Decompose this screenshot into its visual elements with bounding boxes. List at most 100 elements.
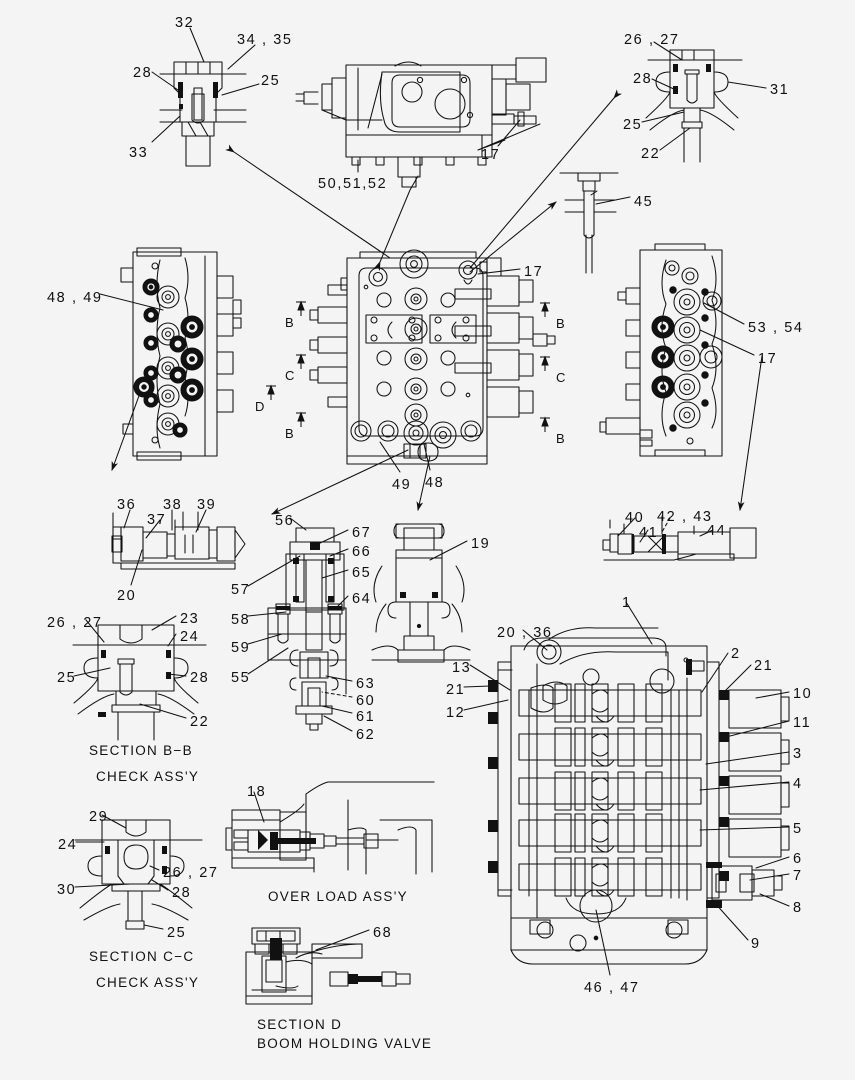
callout-c49a: 49 — [392, 477, 412, 493]
leader-lines — [73, 27, 790, 976]
callout-c28c: 28 — [190, 670, 210, 686]
overload-assembly — [225, 781, 435, 875]
caption-capD2: BOOM HOLDING VALVE — [257, 1036, 433, 1051]
callout-c25d: 25 — [167, 925, 187, 941]
callout-c38: 38 — [163, 497, 183, 513]
callout-c63: 63 — [356, 676, 376, 692]
callout-c25c: 25 — [57, 670, 77, 686]
callout-c505152: 50,51,52 — [318, 176, 388, 192]
callout-c31: 31 — [770, 82, 790, 98]
section-mark-sB2: B — [285, 426, 294, 441]
detail-top-right-check-valve — [645, 49, 743, 163]
callout-c1: 1 — [622, 595, 632, 611]
callout-c32: 32 — [175, 15, 195, 31]
detail-spool-cap-56-67 — [267, 527, 347, 731]
callout-c58: 58 — [231, 612, 251, 628]
detail-rod-40-44 — [602, 515, 757, 561]
callout-c7: 7 — [793, 868, 803, 884]
callout-c68: 68 — [373, 925, 393, 941]
callout-c8: 8 — [793, 900, 803, 916]
callout-c55: 55 — [231, 670, 251, 686]
callout-c48a: 48 — [425, 475, 445, 491]
callout-c3: 3 — [793, 746, 803, 762]
callout-c33: 33 — [129, 145, 149, 161]
detail-top-center-valve-body — [295, 57, 547, 188]
callout-c21b: 21 — [754, 658, 774, 674]
callout-c64: 64 — [352, 591, 372, 607]
section-mark-sB3: B — [556, 316, 565, 331]
callout-c17c: 17 — [758, 351, 778, 367]
detail-left-side-view — [120, 247, 242, 461]
callout-c21a: 21 — [446, 682, 466, 698]
section-cc-check-assy — [74, 819, 203, 930]
detail-right-side-view — [599, 243, 723, 457]
callout-c4: 4 — [793, 776, 803, 792]
callout-c39: 39 — [197, 497, 217, 513]
callout-c3435: 34 , 35 — [237, 32, 293, 48]
caption-capBB: SECTION B−B — [89, 743, 193, 758]
callout-c4243: 42 , 43 — [657, 509, 713, 525]
callout-c11: 11 — [793, 715, 812, 731]
callout-c17b: 17 — [524, 264, 544, 280]
caption-capD1: SECTION D — [257, 1017, 343, 1032]
callout-c10: 10 — [793, 686, 813, 702]
callout-c23: 23 — [180, 611, 200, 627]
callout-c9: 9 — [751, 936, 761, 952]
section-mark-sB4: B — [556, 431, 565, 446]
section-d-boom-holding-valve — [245, 927, 411, 1005]
callout-c30: 30 — [57, 882, 77, 898]
callout-c25b: 25 — [623, 117, 643, 133]
section-cut-arrows — [266, 300, 550, 432]
callout-c28d: 28 — [172, 885, 192, 901]
callout-c6: 6 — [793, 851, 803, 867]
callout-c61: 61 — [356, 709, 376, 725]
caption-capCC: SECTION C−C — [89, 949, 195, 964]
detail-top-left-check-valve — [159, 61, 247, 167]
callout-c65: 65 — [352, 565, 372, 581]
callout-c4849a: 48 , 49 — [47, 290, 103, 306]
callout-c22b: 22 — [190, 714, 210, 730]
callout-c28a: 28 — [133, 65, 153, 81]
callout-c37: 37 — [147, 512, 167, 528]
callout-c29: 29 — [89, 809, 109, 825]
callout-c45: 45 — [634, 194, 654, 210]
callout-c2036: 20 , 36 — [497, 625, 553, 641]
detail-19 — [371, 523, 471, 663]
callout-c2627b: 26 , 27 — [47, 615, 103, 631]
callout-c17a: 17 — [481, 147, 501, 163]
callout-c24b: 24 — [58, 837, 78, 853]
callout-c12: 12 — [446, 705, 466, 721]
main-valve-front-view — [309, 249, 556, 465]
callout-c18: 18 — [247, 784, 267, 800]
callout-c60: 60 — [356, 693, 376, 709]
callout-c5: 5 — [793, 821, 803, 837]
callout-c66: 66 — [352, 544, 372, 560]
callout-c2: 2 — [731, 646, 741, 662]
section-mark-sD1: D — [255, 399, 265, 414]
callout-c28b: 28 — [633, 71, 653, 87]
callout-c20a: 20 — [117, 588, 137, 604]
section-bb-check-assy — [72, 624, 207, 741]
callout-c2627c: 26 , 27 — [163, 865, 219, 881]
callout-c67: 67 — [352, 525, 372, 541]
detail-spool-36-39 — [111, 511, 246, 570]
callout-c19: 19 — [471, 536, 491, 552]
callout-c56: 56 — [275, 513, 295, 529]
callout-c57: 57 — [231, 582, 251, 598]
callout-c44: 44 — [707, 523, 727, 539]
callout-c41: 41 — [639, 525, 659, 541]
callout-c2627a: 26 , 27 — [624, 32, 680, 48]
callout-c40: 40 — [625, 510, 645, 526]
section-mark-sC1: C — [285, 368, 295, 383]
caption-capBBck: CHECK ASS'Y — [96, 769, 200, 784]
detail-plunger-45 — [559, 172, 619, 274]
main-valve-section-view — [488, 627, 790, 965]
callout-c13: 13 — [452, 660, 472, 676]
callout-c4647: 46 , 47 — [584, 980, 640, 996]
callout-c59: 59 — [231, 640, 251, 656]
callout-c25a: 25 — [261, 73, 281, 89]
section-mark-sB1: B — [285, 315, 294, 330]
caption-capOL: OVER LOAD ASS'Y — [268, 889, 408, 904]
